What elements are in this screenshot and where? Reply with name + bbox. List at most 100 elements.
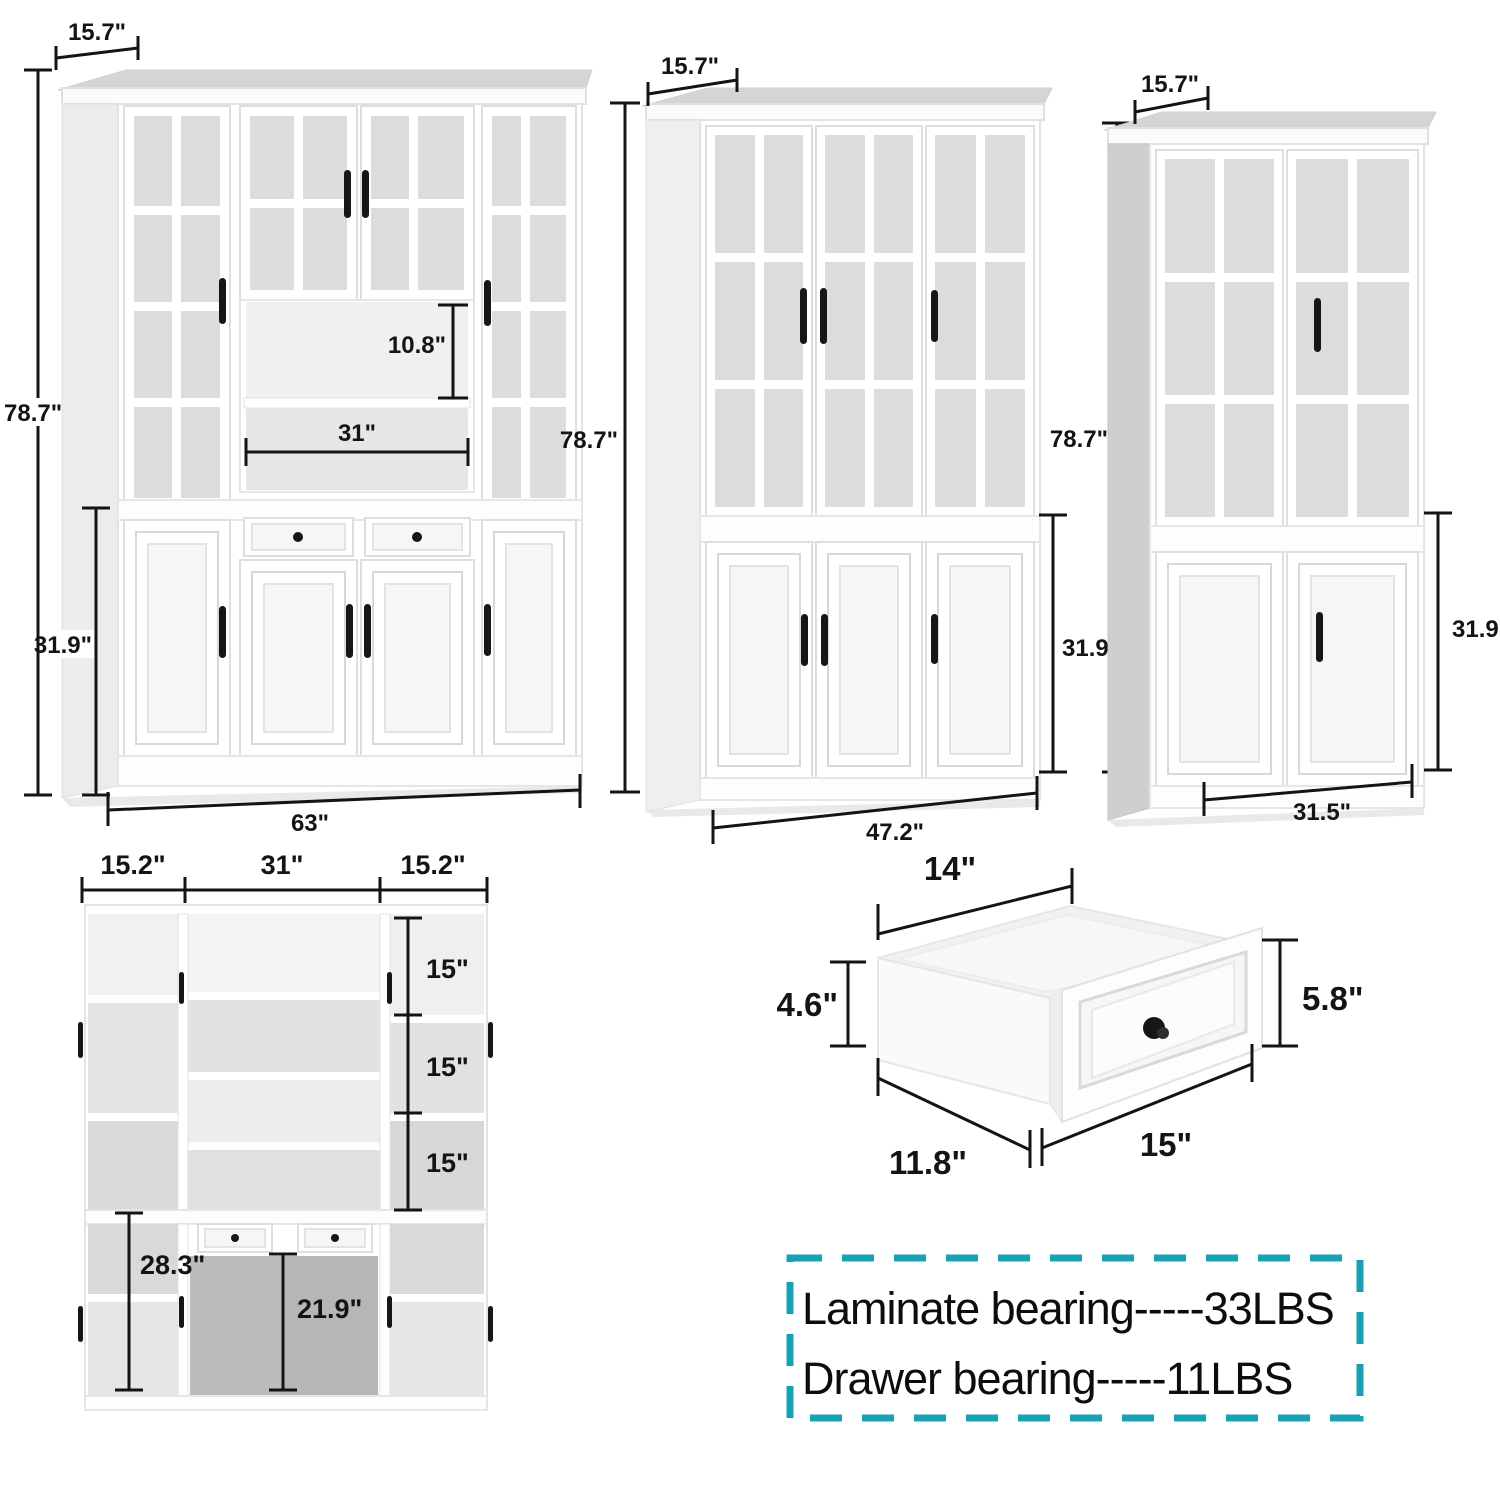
door-handle-icon [484,280,491,326]
counter-divider [1149,525,1425,553]
dim-cabinet47-depth [646,68,739,106]
dim-label-interior-center-width: 31" [261,850,304,880]
shelf-compartment [188,914,380,992]
glass-door-1 [705,125,813,517]
dim-label-cabinet47-height: 78.7" [1050,426,1108,453]
cabinet-63-side-panel [61,103,119,799]
door-handle-icon [488,1306,493,1342]
dim-label-interior-lower-left-height: 28.3" [140,1250,205,1280]
door-handle-icon [364,604,371,658]
dim-drawer-depth [876,1058,1032,1168]
cabinet-31-unit [1103,111,1437,827]
cabinet-47-side-panel [645,119,701,813]
lower-door-2 [239,559,358,757]
shelf-compartment [390,914,484,1015]
dim-cabinet47-width [711,776,1039,844]
door-handle-icon [1314,298,1321,352]
shelf-compartment [88,1302,178,1396]
lower-door-1 [123,519,231,757]
interior-drawer-right [297,1223,373,1253]
counter-divider [699,515,1041,543]
plinth [1149,785,1425,809]
lower-door-right [1286,551,1419,787]
dim-drawer-front-height [1262,938,1298,1048]
drawer-panel-field [1091,960,1235,1080]
dim-label-cabinet63-niche-width: 31" [338,420,376,447]
lower-door-3 [360,559,475,757]
cabinet-47-unit [641,87,1053,817]
dim-label-cabinet63-depth: 15.7" [68,19,126,46]
glass-door-2 [815,125,923,517]
dim-cabinet47-lower-height [1039,513,1067,774]
dim-cabinet63-niche-height [438,303,468,400]
dim-interior-top-widths [80,877,489,903]
dim-label-drawer-depth: 11.8" [889,1144,967,1181]
open-niche [239,299,475,493]
door-handle-icon [78,1022,83,1058]
shelf-compartment [188,1000,380,1072]
dim-label-cabinet31-width: 31.5" [1293,799,1351,826]
shelf-compartment [390,1302,484,1396]
lower-door-3 [925,541,1035,779]
drawer-left [243,517,354,557]
vertical-divider [379,913,391,1211]
open-bay-shade [190,1256,282,1396]
door-handle-icon [362,170,369,218]
door-handle-icon [801,614,808,666]
bearing-info-box: Laminate bearing-----33LBS Drawer bearin… [786,1254,1364,1422]
lower-door-4 [481,519,577,757]
dim-label-cabinet63-height-right: 78.7" [560,427,618,454]
dim-label-cabinet63-width: 63" [291,810,329,837]
drawer-knob-icon [231,1234,239,1242]
door-handle-icon [931,614,938,664]
dim-label-interior-lower-center-height: 21.9" [297,1294,362,1324]
bearing-line-1: Laminate bearing-----33LBS [802,1283,1334,1334]
cabinet-31-crown-fascia [1107,127,1429,145]
dim-label-drawer-side-height: 4.6" [776,986,838,1023]
door-handle-icon [344,170,351,218]
drawer-knob-icon [293,532,303,542]
vertical-divider [177,913,189,1211]
shelf-compartment [88,914,178,995]
shelf-compartment [88,1121,178,1210]
dim-cabinet63-height-left [24,68,52,797]
dim-label-shelf-height-1: 15" [426,954,469,984]
dim-label-cabinet47-width: 47.2" [866,819,924,846]
dim-drawer-front-width [1040,1044,1254,1166]
cabinet-63-floor-shadow [62,786,582,807]
dim-cabinet31-depth [1133,86,1210,124]
shelf-compartment [390,1023,484,1113]
shelf-compartment [188,1080,380,1142]
dim-label-cabinet47-depth: 15.7" [661,53,719,80]
glass-door-right [1286,149,1419,527]
label-backplate [2,398,54,426]
dim-interior-lower-center-height [269,1252,297,1392]
dim-cabinet63-depth [54,36,140,70]
shelf-compartment [188,1150,380,1210]
cabinet-63-crown-fascia [61,87,587,105]
base [84,1395,488,1411]
cabinet-47-crown-fascia [645,103,1045,121]
door-handle-icon [931,290,938,342]
label-backplate [44,630,94,658]
door-handle-icon [800,288,807,344]
interior-drawer-left [197,1223,273,1253]
door-handle-icon [387,1296,392,1328]
dim-label-interior-left-width: 15.2" [100,850,165,880]
dim-cabinet63-lower-height [82,506,110,797]
dim-label-cabinet31-lower-height: 31.9" [1452,616,1500,643]
dim-label-shelf-height-2: 15" [426,1052,469,1082]
shelf-compartment [390,1121,484,1210]
dim-label-drawer-front-width: 15" [1140,1126,1192,1163]
shelf-compartment [88,1224,178,1294]
dim-label-shelf-height-3: 15" [426,1148,469,1178]
glass-door-left [1155,149,1303,527]
dim-cabinet63-width [106,774,582,826]
dim-drawer-side-height [830,960,866,1048]
drawer-detail [877,904,1263,1124]
dim-label-cabinet63-height-left: 78.7" [4,400,62,427]
dim-cabinet31-width [1202,764,1414,816]
door-handle-icon [346,604,353,658]
glass-door-center-right [360,105,475,301]
